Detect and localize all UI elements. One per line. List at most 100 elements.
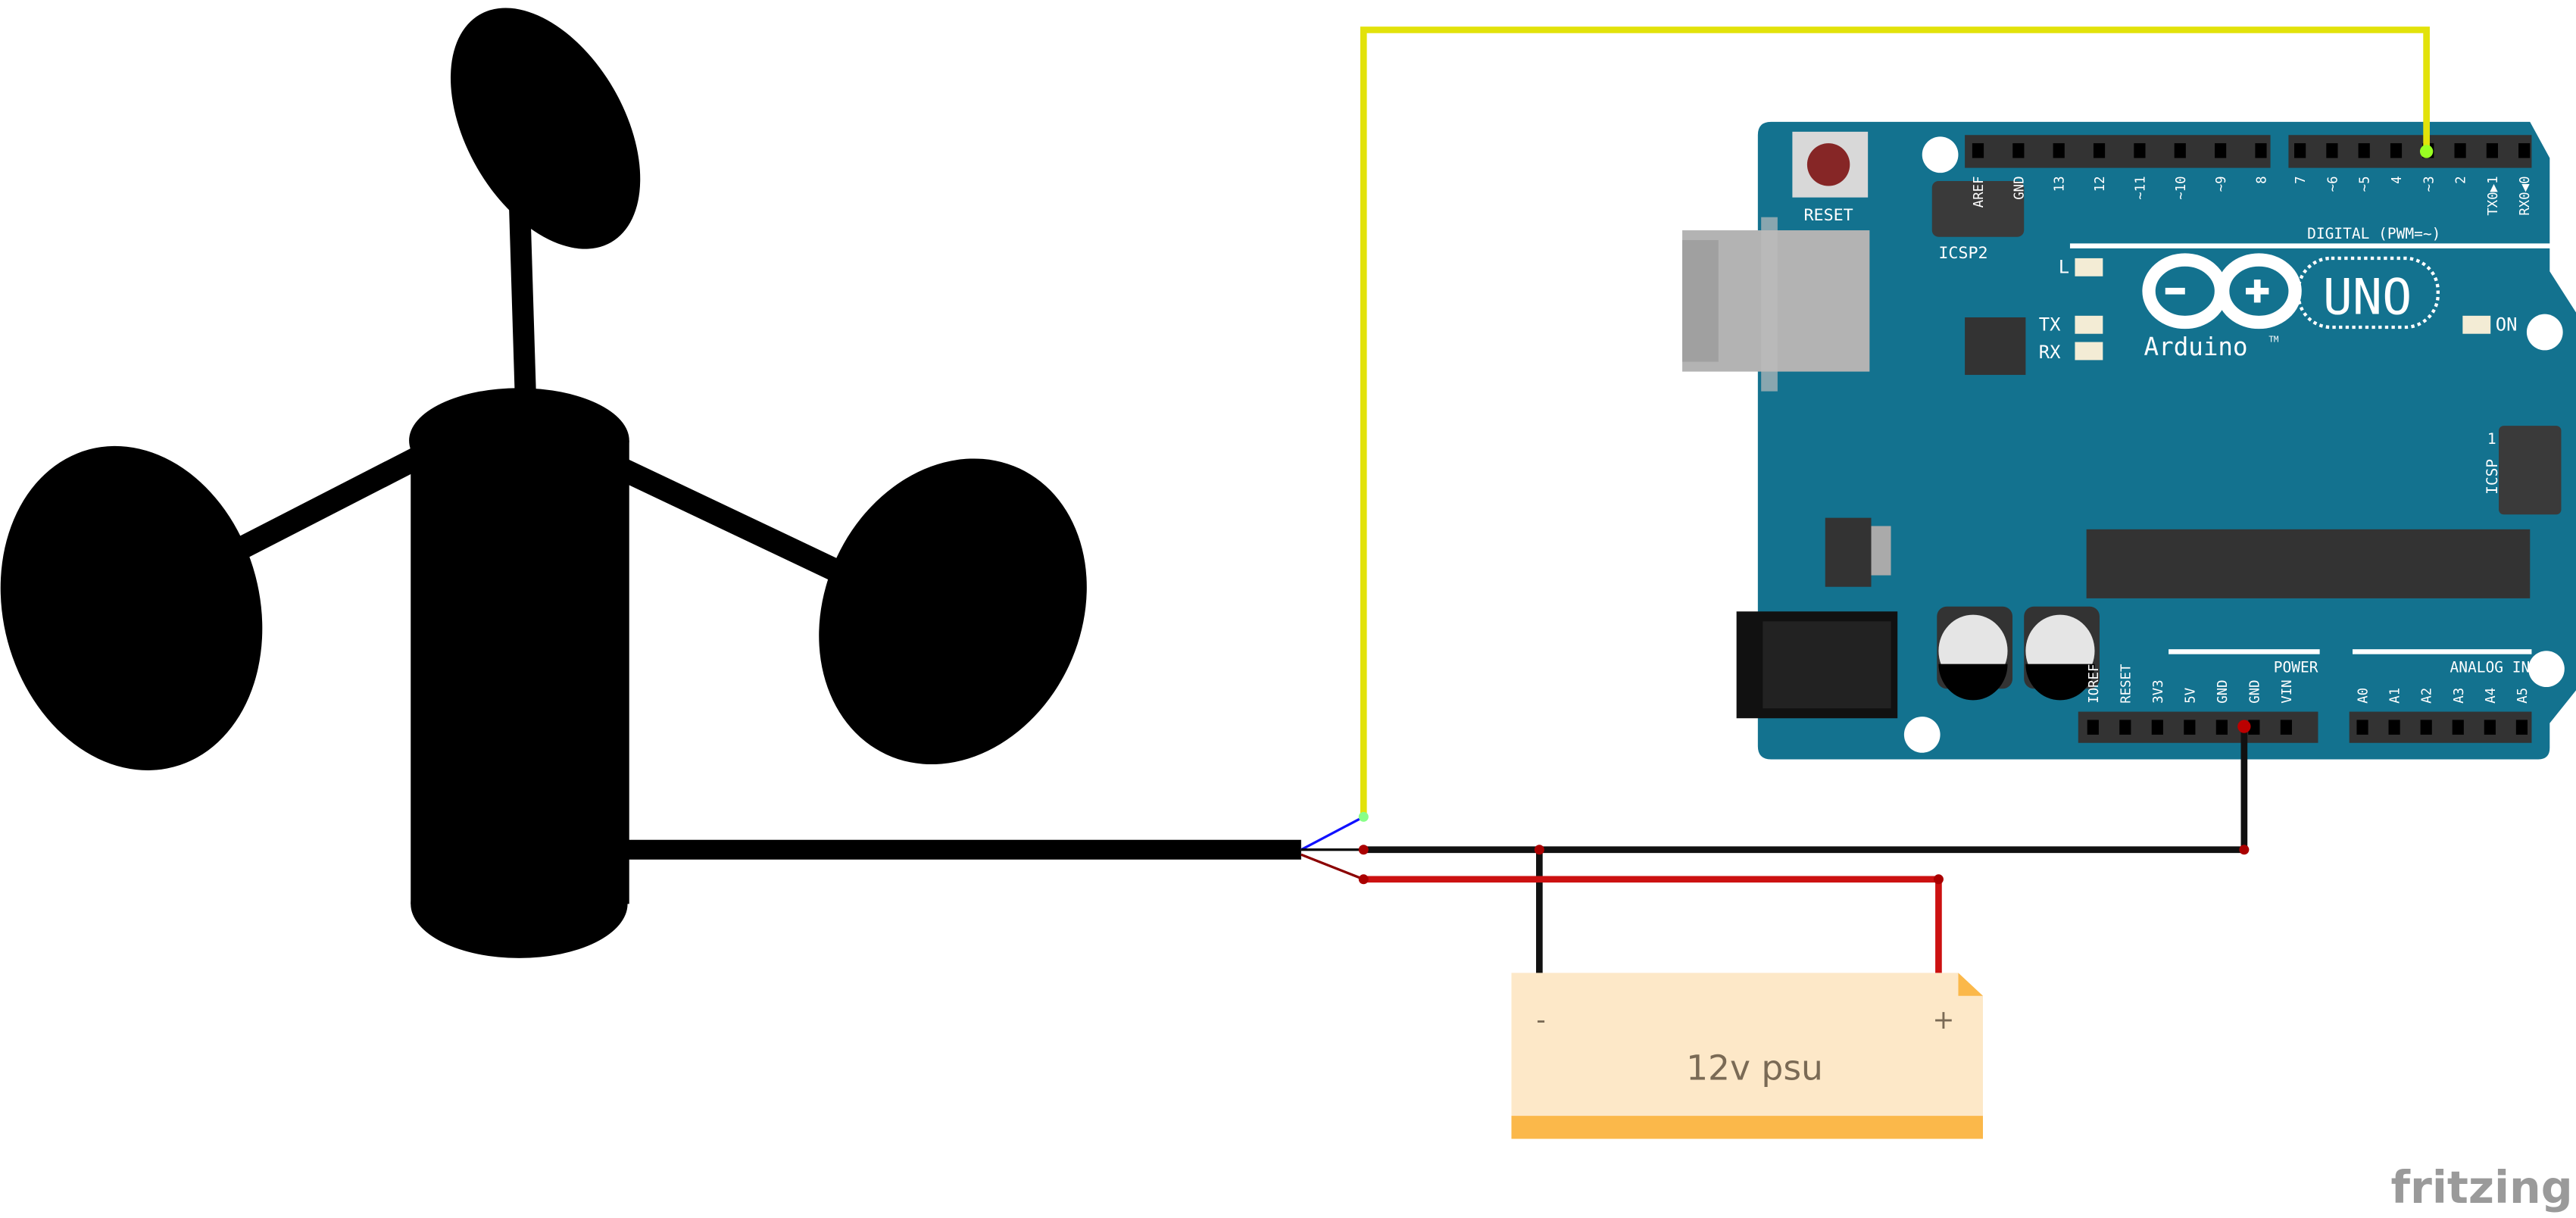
signal-wire-yellow[interactable] [1360, 27, 2430, 817]
pin-socket[interactable] [2420, 720, 2432, 735]
pin-socket[interactable] [2174, 143, 2186, 158]
pin-label: VIN [2280, 679, 2295, 703]
arduino-infinity-logo [2142, 253, 2302, 329]
pin-socket[interactable] [2356, 720, 2368, 735]
icsp2-label: ICSP2 [1938, 244, 1987, 263]
pin-socket[interactable] [2294, 143, 2306, 158]
pin-label: GND [2012, 176, 2027, 199]
anemometer-top-cup [450, 8, 641, 249]
led-tx-label: TX [2039, 314, 2061, 335]
analog-label: ANALOG IN [2450, 659, 2531, 676]
pin-label: ~6 [2325, 176, 2340, 192]
psu-body [1511, 973, 1983, 1139]
usb-chip [1965, 317, 2026, 375]
pin-label: 12 [2093, 176, 2108, 192]
psu-strip [1511, 1116, 1983, 1139]
pin-socket[interactable] [2454, 143, 2466, 158]
analog-divider [2353, 649, 2532, 654]
pin-socket[interactable] [2012, 143, 2025, 158]
power-analog-pin-sockets [2087, 720, 2528, 735]
digital-divider [2069, 243, 2556, 248]
power-label: POWER [2274, 659, 2318, 676]
trademark: TM [2268, 335, 2279, 345]
pin-socket[interactable] [2134, 143, 2146, 158]
icsp-header [2499, 426, 2562, 515]
analog-header[interactable] [2349, 711, 2532, 743]
power-wire-red[interactable] [1363, 876, 1942, 978]
wire-end [1358, 845, 1369, 855]
led-l [2075, 258, 2103, 276]
pin-socket[interactable] [2388, 720, 2400, 735]
pin-label: 13 [2053, 176, 2068, 192]
anemometer-right-arm [616, 458, 851, 586]
anemometer-body-bottom [411, 849, 628, 958]
icsp-pin1-label: 1 [2487, 430, 2496, 448]
pin-socket[interactable] [2053, 143, 2065, 158]
pin-label: 2 [2454, 176, 2469, 183]
pin-socket[interactable] [2184, 720, 2196, 735]
pin-label: A4 [2484, 688, 2499, 704]
pin-label: ~10 [2174, 176, 2189, 199]
power-header[interactable] [2078, 711, 2318, 743]
pin-label: A5 [2515, 688, 2531, 704]
pin-label: ~5 [2358, 176, 2373, 192]
anemometer [0, 8, 1365, 958]
usb-connector-shade [1682, 240, 1719, 362]
pin-socket[interactable] [2358, 143, 2370, 158]
board-pcb [1757, 121, 2576, 760]
pin-socket[interactable] [2390, 143, 2403, 158]
anemometer-top-arm [508, 189, 537, 404]
pin-socket[interactable] [2248, 720, 2260, 735]
led-on [2462, 315, 2491, 334]
pin-socket[interactable] [1972, 143, 1984, 158]
pin-label: ~3 [2421, 176, 2437, 192]
psu-minus-terminal: - [1536, 1005, 1546, 1035]
pin-socket[interactable] [2119, 720, 2131, 735]
pin-socket[interactable] [2087, 720, 2099, 735]
anemometer-right-cup [819, 458, 1087, 765]
pin-label: 3V3 [2151, 679, 2166, 703]
power-jack-face [1763, 621, 1891, 709]
psu-12v: - + 12v psu [1511, 973, 1983, 1139]
pin-socket[interactable] [2326, 143, 2338, 158]
pin-socket[interactable] [2452, 720, 2464, 735]
pin-socket[interactable] [2280, 720, 2292, 735]
pin-socket[interactable] [2484, 720, 2496, 735]
fritzing-logo: fritzing [2391, 1162, 2573, 1213]
anemometer-left-arm [224, 446, 425, 564]
icsp-label: ICSP [2484, 459, 2501, 495]
led-l-label: L [2059, 256, 2069, 277]
pin-socket[interactable] [2215, 720, 2228, 735]
anemometer-body [411, 440, 629, 904]
pin-label: ~9 [2214, 176, 2229, 192]
wire-end [2419, 145, 2434, 158]
pin-label: RX0◀0 [2518, 176, 2533, 215]
pin-label: RESET [2119, 664, 2134, 704]
pin-label: GND [2247, 679, 2262, 703]
pin-label: A1 [2388, 688, 2403, 704]
pin-socket[interactable] [2486, 143, 2498, 158]
anemometer-left-cup [0, 445, 263, 770]
pin-socket[interactable] [2151, 720, 2163, 735]
atmega-chip [2086, 529, 2531, 598]
mount-hole [2526, 314, 2563, 351]
wire-end [2239, 845, 2250, 855]
pin-label: A2 [2420, 688, 2435, 704]
digital-label: DIGITAL (PWM=~) [2307, 225, 2440, 242]
wire-end [1358, 811, 1369, 822]
capacitor [2024, 606, 2100, 701]
pin-socket[interactable] [2518, 143, 2531, 158]
pin-socket[interactable] [2515, 720, 2528, 735]
plus-sign-v [2253, 280, 2261, 303]
minus-sign [2165, 287, 2185, 295]
psu-plus-terminal: + [1932, 1005, 1954, 1035]
pin-socket[interactable] [2255, 143, 2267, 158]
led-rx-label: RX [2039, 342, 2061, 363]
pin-socket[interactable] [2093, 143, 2106, 158]
pin-label: GND [2215, 679, 2231, 703]
pin-socket[interactable] [2215, 143, 2227, 158]
arduino-brand: Arduino [2144, 333, 2248, 361]
mount-hole [1903, 717, 1941, 753]
